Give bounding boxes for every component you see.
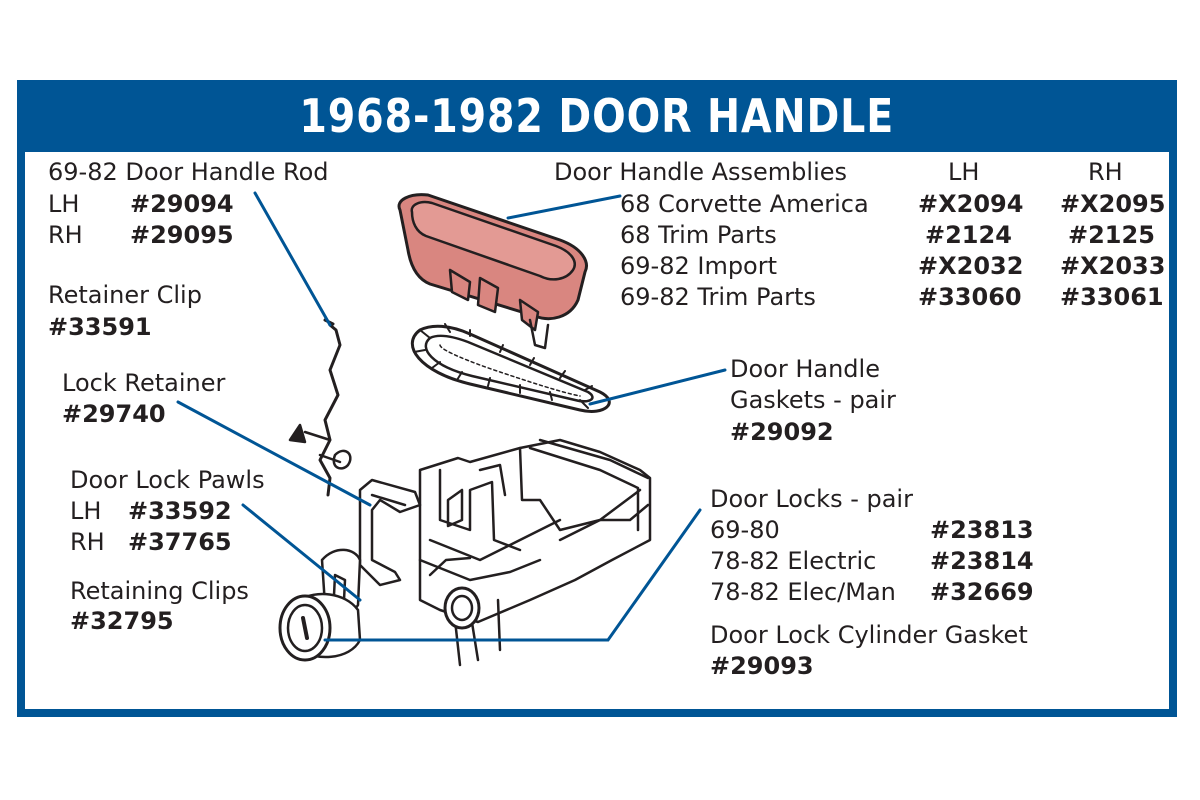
lock-retainer-part: #29740 <box>62 400 166 428</box>
door-locks-row-name: 78-82 Elec/Man <box>710 578 896 606</box>
pawls-rh-part: #37765 <box>128 528 232 556</box>
rod-rh-label: RH <box>48 221 83 249</box>
leader-lock-retainer <box>176 400 372 507</box>
assembly-row-lh: #X2032 <box>918 252 1024 280</box>
pawls-lh-label: LH <box>70 497 102 525</box>
leader-handle <box>506 194 622 220</box>
cylinder-gasket-part: #29093 <box>710 652 814 680</box>
lock-cylinder-drawing <box>278 548 362 662</box>
door-locks-row-name: 78-82 Electric <box>710 547 877 575</box>
rod-label: 69-82 Door Handle Rod <box>48 158 329 186</box>
assembly-row-rh: #2125 <box>1068 221 1155 249</box>
cylinder-gasket-drawing <box>443 586 481 630</box>
assembly-row-name: 69-82 Trim Parts <box>620 283 816 311</box>
rod-rh-part: #29095 <box>130 221 234 249</box>
assembly-row-lh: #2124 <box>925 221 1012 249</box>
gaskets-label-line2: Gaskets - pair <box>730 386 896 414</box>
cylinder-gasket-label: Door Lock Cylinder Gasket <box>710 621 1028 649</box>
door-locks-row-name: 69-80 <box>710 516 780 544</box>
lock-retainer-drawing <box>358 478 422 587</box>
assemblies-label: Door Handle Assemblies <box>554 158 848 186</box>
retainer-clip-part: #33591 <box>48 313 152 341</box>
rod-lh-part: #29094 <box>130 190 234 218</box>
assembly-row-name: 69-82 Import <box>620 252 778 280</box>
retaining-clips-label: Retaining Clips <box>70 577 249 605</box>
leader-rod <box>253 191 332 327</box>
assembly-row-name: 68 Trim Parts <box>620 221 777 249</box>
assembly-row-rh: #33061 <box>1060 283 1164 311</box>
gasket-drawing <box>410 323 611 413</box>
leader-lines <box>176 191 727 642</box>
assembly-row-lh: #X2094 <box>918 190 1024 218</box>
page-title: 1968-1982 DOOR HANDLE <box>299 89 895 143</box>
door-locks-label: Door Locks - pair <box>710 485 913 513</box>
pawls-rh-label: RH <box>70 528 105 556</box>
assemblies-col-rh: RH <box>1088 158 1123 186</box>
pawls-label: Door Lock Pawls <box>70 466 265 494</box>
door-locks-row-part: #32669 <box>930 578 1034 606</box>
assembly-row-name: 68 Corvette America <box>620 190 869 218</box>
leader-pawls <box>241 503 362 602</box>
leader-door-locks <box>323 508 702 642</box>
assemblies-col-lh: LH <box>948 158 980 186</box>
handle-rod-drawing <box>288 318 352 497</box>
lock-retainer-label: Lock Retainer <box>62 369 226 397</box>
retainer-clip-label: Retainer Clip <box>48 281 202 309</box>
assembly-row-rh: #X2033 <box>1060 252 1166 280</box>
assembly-row-lh: #33060 <box>918 283 1022 311</box>
gaskets-label-line1: Door Handle <box>730 355 880 383</box>
pawls-lh-part: #33592 <box>128 497 232 525</box>
assembly-row-rh: #X2095 <box>1060 190 1166 218</box>
door-locks-row-part: #23813 <box>930 516 1034 544</box>
door-locks-row-part: #23814 <box>930 547 1034 575</box>
gaskets-part: #29092 <box>730 418 834 446</box>
leader-gaskets <box>588 368 727 406</box>
rod-lh-label: LH <box>48 190 80 218</box>
retaining-clips-part: #32795 <box>70 607 174 635</box>
door-handle-drawing <box>397 193 588 350</box>
title-bar: 1968-1982 DOOR HANDLE <box>17 80 1177 152</box>
